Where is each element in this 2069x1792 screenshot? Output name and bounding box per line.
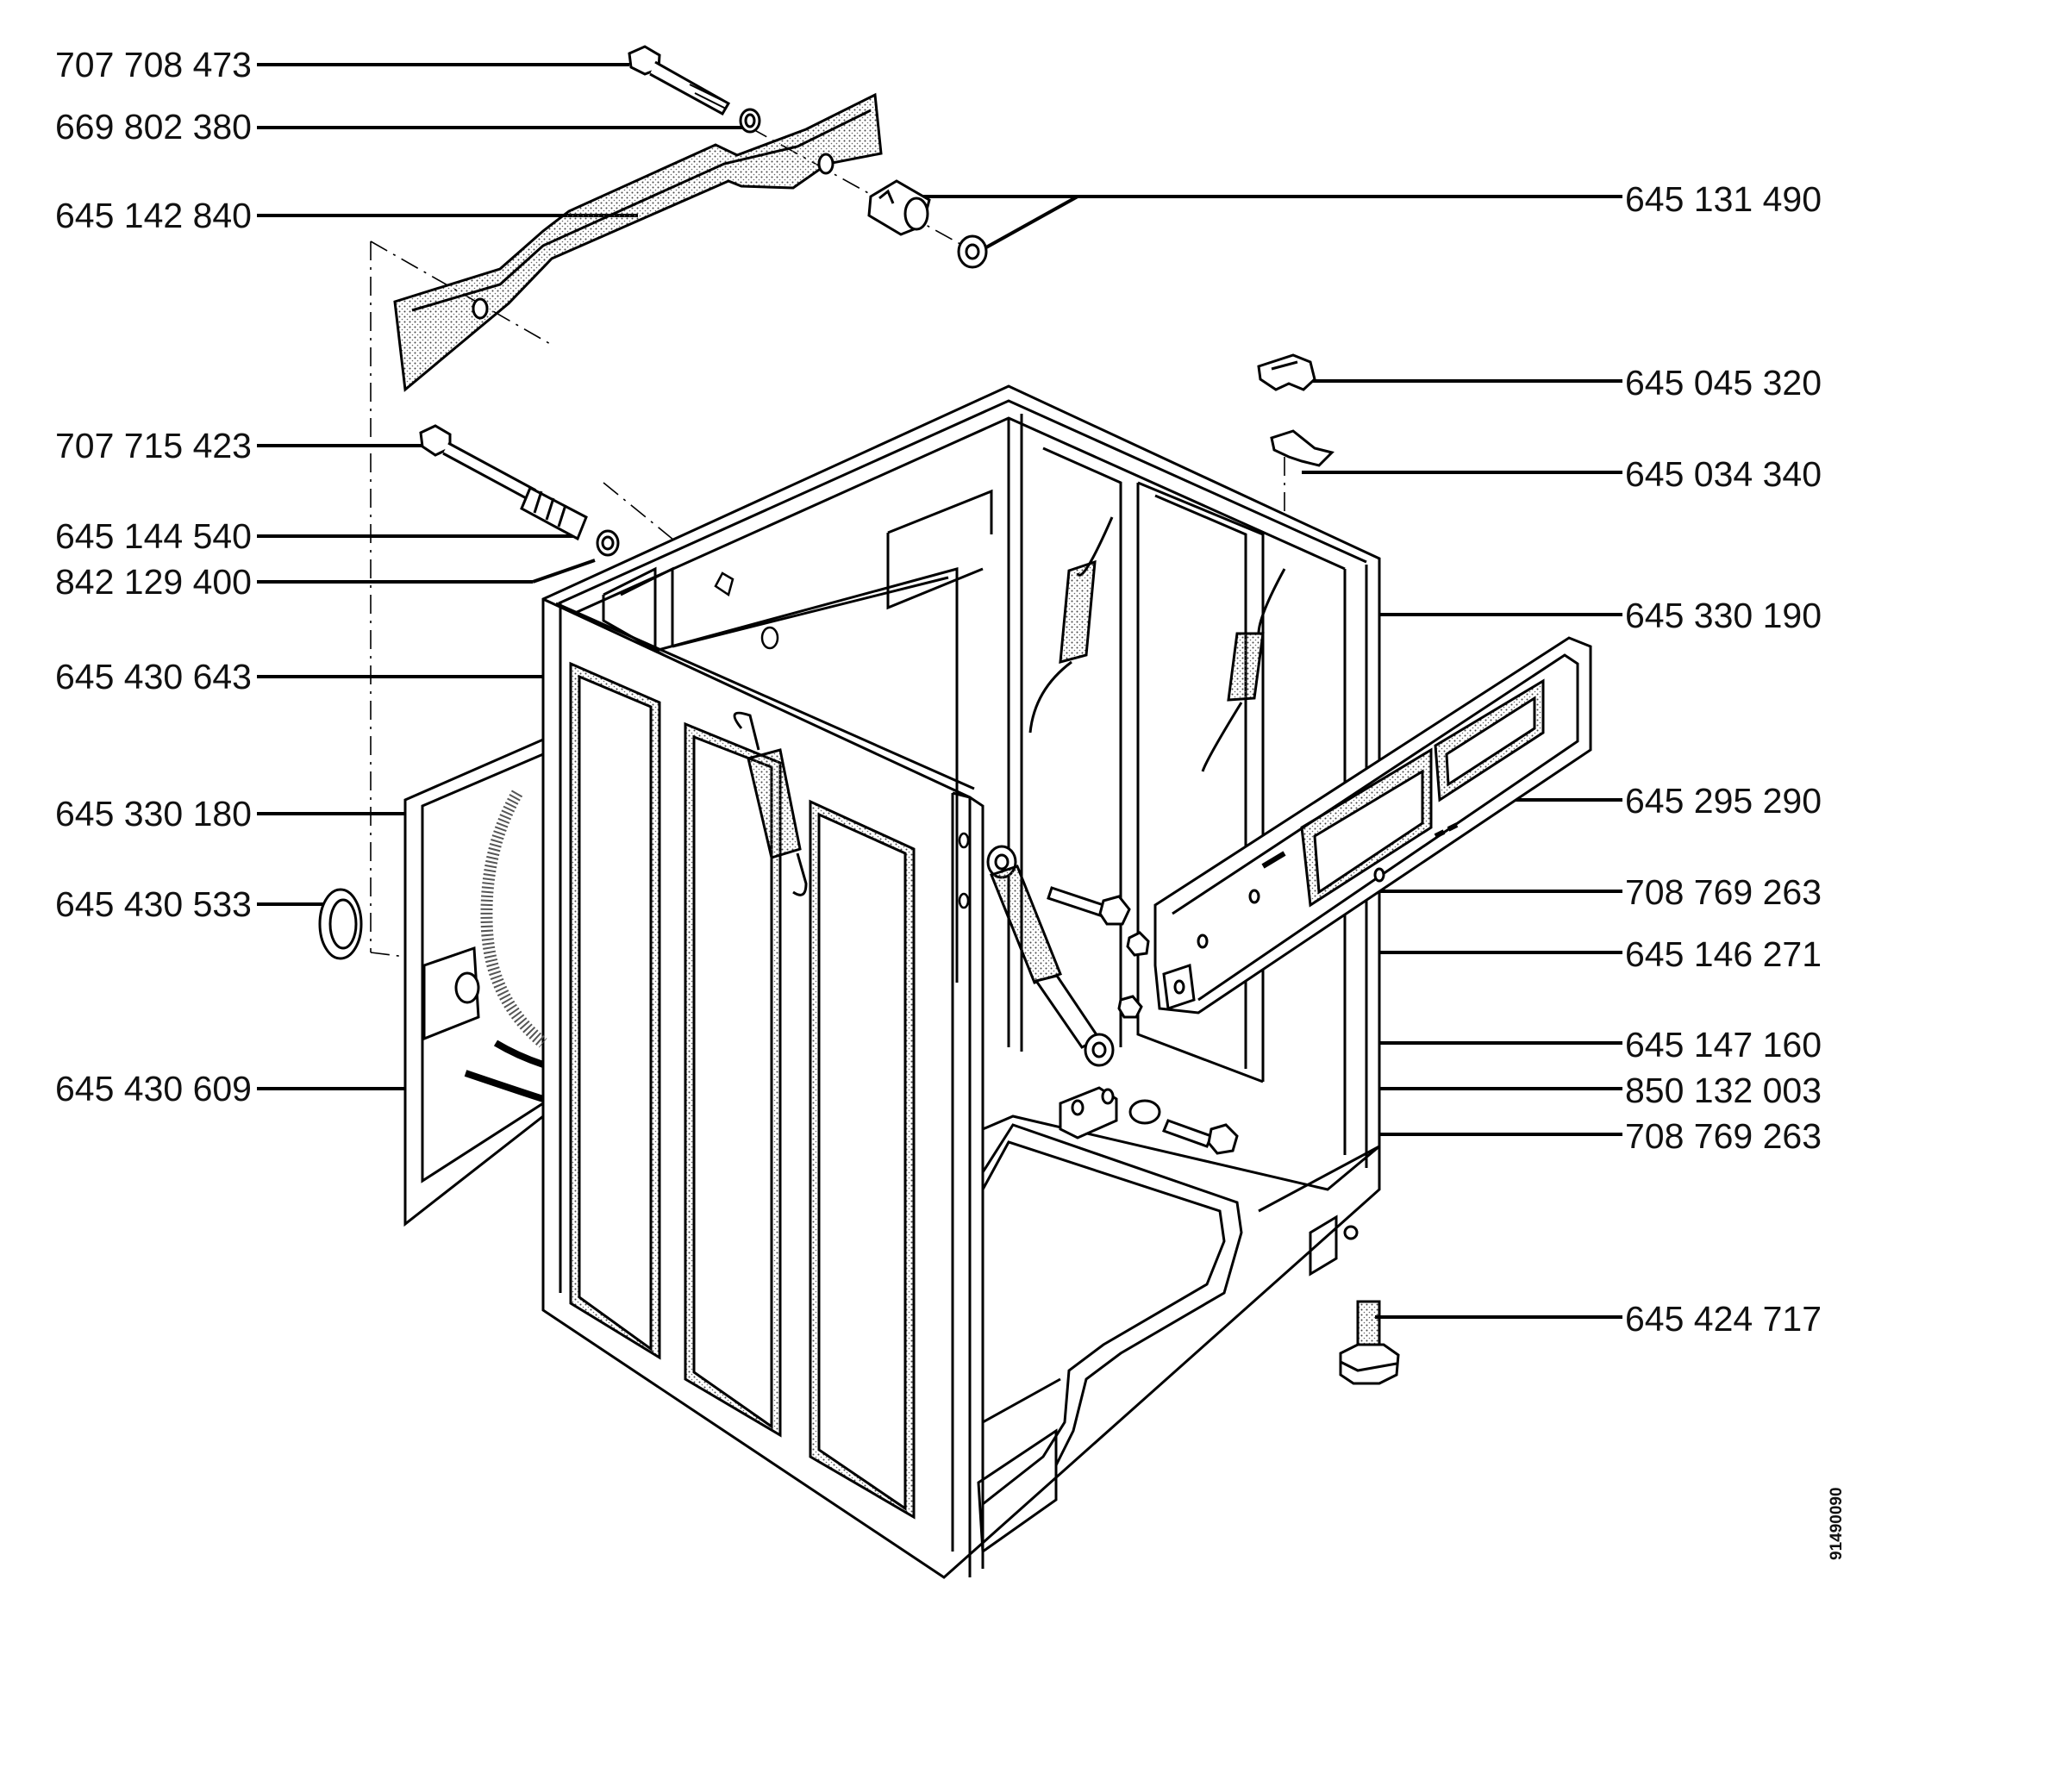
part-label-645-330-180: 645 330 180 [54, 794, 252, 834]
part-label-842-129-400: 842 129 400 [54, 562, 252, 602]
part-label-645-034-340: 645 034 340 [1625, 454, 1822, 494]
springs [733, 516, 1286, 896]
part-label-708-769-263-lower: 708 769 263 [1625, 1116, 1822, 1156]
cabinet-front-panels [569, 661, 916, 1520]
shock-fasteners [1047, 886, 1239, 1155]
part-label-645-295-290: 645 295 290 [1625, 781, 1822, 821]
drawing-code: 91490090 [1828, 1487, 1846, 1560]
part-label-645-144-540: 645 144 540 [54, 516, 252, 556]
part-label-645-142-840: 645 142 840 [54, 196, 252, 235]
part-label-707-708-473: 707 708 473 [54, 45, 252, 84]
foot-screw [1339, 1300, 1400, 1385]
part-label-645-430-533: 645 430 533 [54, 884, 252, 924]
part-label-645-430-609: 645 430 609 [54, 1069, 252, 1108]
part-label-645-424-717: 645 424 717 [1625, 1299, 1822, 1339]
part-label-645-330-190: 645 330 190 [1625, 596, 1822, 635]
side-bracket [1153, 636, 1592, 1015]
part-label-708-769-263-upper: 708 769 263 [1625, 872, 1822, 912]
cabinet-frame [541, 384, 1381, 1579]
part-label-645-146-271: 645 146 271 [1625, 934, 1822, 974]
clip-top [1257, 353, 1316, 391]
part-label-645-430-643: 645 430 643 [54, 657, 252, 696]
part-label-645-147-160: 645 147 160 [1625, 1025, 1822, 1065]
top-bolt [628, 45, 761, 134]
shock-absorber [986, 845, 1115, 1067]
part-label-850-132-003: 850 132 003 [1625, 1071, 1822, 1110]
part-label-707-715-423: 707 715 423 [54, 426, 252, 465]
front-post-holes [714, 571, 970, 909]
clip-lower [1270, 429, 1335, 467]
bushing [867, 179, 988, 269]
part-label-645-131-490: 645 131 490 [1625, 179, 1822, 219]
rear-bolt [419, 424, 620, 557]
side-panel [403, 737, 547, 1227]
part-label-645-045-320: 645 045 320 [1625, 363, 1822, 403]
top-cross-beam [393, 92, 883, 392]
part-label-669-802-380: 669 802 380 [54, 107, 252, 147]
grommet [318, 888, 363, 960]
